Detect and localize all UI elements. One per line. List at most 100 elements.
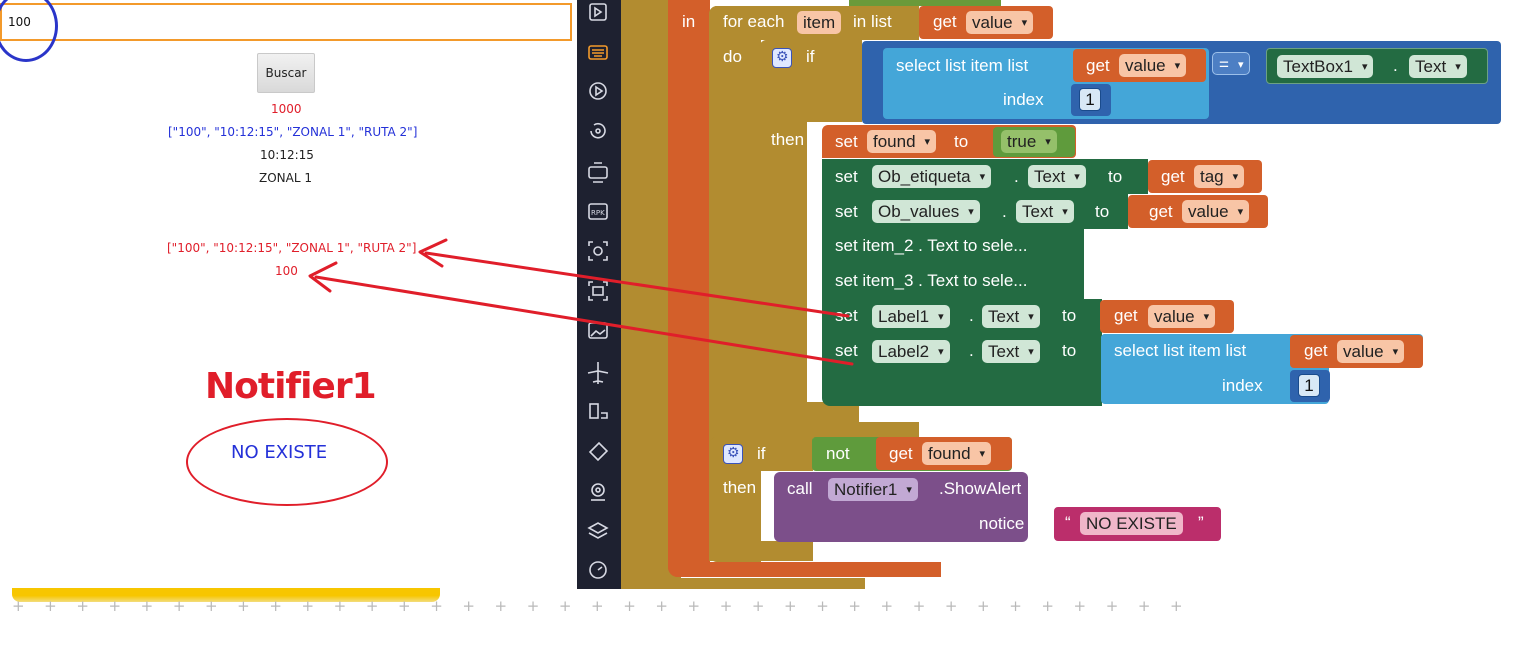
showalert-method: .ShowAlert <box>939 479 1022 498</box>
mutator-gear-icon[interactable] <box>772 48 792 68</box>
then-keyword: then <box>723 478 757 497</box>
get-keyword: get <box>1161 167 1185 186</box>
layers-icon[interactable] <box>587 522 609 539</box>
tag-var-dropdown[interactable]: tag <box>1194 165 1245 188</box>
get-keyword: get <box>889 444 913 463</box>
tag-icon[interactable] <box>588 441 609 462</box>
ob-etiqueta-dropdown[interactable]: Ob_etiqueta <box>872 165 992 188</box>
event-block-bottom <box>621 578 865 589</box>
close-quote: ” <box>1198 513 1204 532</box>
value-var-dropdown[interactable]: value <box>1148 305 1216 328</box>
text-prop-dropdown[interactable]: Text <box>1028 165 1086 188</box>
text-prop-dropdown[interactable]: Text <box>1409 55 1467 78</box>
value-var-dropdown[interactable]: value <box>1182 200 1250 223</box>
result-label: 1000 <box>271 102 302 116</box>
get-keyword: get <box>1304 341 1328 360</box>
true-dropdown[interactable]: true <box>1001 130 1057 153</box>
index-number[interactable]: 1 <box>1079 88 1101 111</box>
index-number[interactable]: 1 <box>1298 374 1320 397</box>
airplane-icon[interactable] <box>587 362 609 384</box>
keyboard-icon[interactable] <box>588 45 608 60</box>
set-item3-block-collapsed[interactable] <box>822 264 1084 299</box>
if-keyword: if <box>757 444 766 463</box>
label1-text: ["100", "10:12:15", "ZONAL 1", "RUTA 2"] <box>167 241 417 255</box>
then-keyword: then <box>771 130 805 149</box>
do-keyword: do <box>723 47 742 66</box>
local-var-block-body[interactable] <box>668 0 710 577</box>
in-keyword: in <box>682 12 696 31</box>
get-value-dropdown[interactable]: value <box>966 11 1034 34</box>
robot-icon[interactable] <box>588 162 608 183</box>
to-keyword: to <box>1108 167 1123 186</box>
found-var-dropdown[interactable]: found <box>922 442 992 465</box>
get-value-dropdown-2[interactable]: value <box>1119 54 1187 77</box>
label2-dropdown[interactable]: Label2 <box>872 340 950 363</box>
layout-icon[interactable] <box>589 403 608 419</box>
frame-icon[interactable] <box>588 281 608 301</box>
notice-text-field[interactable]: NO EXISTE <box>1080 512 1183 535</box>
not-keyword: not <box>826 444 850 463</box>
text-prop-dropdown[interactable]: Text <box>982 305 1040 328</box>
foreach-var-item[interactable]: item <box>797 11 842 34</box>
location-icon[interactable] <box>591 483 605 501</box>
annotation-circle-message <box>186 418 388 506</box>
text-prop-dropdown[interactable]: Text <box>1016 200 1074 223</box>
player-icon[interactable] <box>589 82 607 100</box>
if-block-1-bottom <box>759 402 859 422</box>
user-interface-icon[interactable] <box>589 3 607 21</box>
annotation-circle-search <box>0 0 58 62</box>
text-prop-dropdown[interactable]: Text <box>982 340 1040 363</box>
get-keyword-2: get <box>1086 56 1110 75</box>
if-block-2-bottom <box>709 541 813 561</box>
dot-separator: . <box>969 306 974 325</box>
compare-operator-dropdown[interactable]: = <box>1212 52 1251 75</box>
to-keyword: to <box>1095 202 1110 221</box>
rotate-icon[interactable] <box>590 122 606 139</box>
get-keyword: get <box>1149 202 1173 221</box>
gauge-icon[interactable] <box>589 561 607 579</box>
index-label: index <box>1222 376 1263 395</box>
to-keyword: to <box>1062 306 1077 325</box>
partial-block-top <box>849 0 1001 6</box>
found-var-dropdown[interactable]: found <box>867 130 937 153</box>
label1-dropdown[interactable]: Label1 <box>872 305 950 328</box>
local-var-block-bottom <box>668 562 941 577</box>
dot-separator: . <box>969 341 974 360</box>
camera-icon[interactable] <box>588 241 608 261</box>
value-var-dropdown[interactable]: value <box>1337 340 1405 363</box>
mutator-gear-icon[interactable] <box>723 444 743 464</box>
zone-label: ZONAL 1 <box>259 171 312 185</box>
label2-text: 100 <box>275 264 298 278</box>
apk-icon[interactable]: RPK <box>588 203 608 220</box>
set-label2-block[interactable] <box>822 334 1102 406</box>
in-list-keyword: in list <box>853 12 892 31</box>
to-keyword: to <box>954 132 969 151</box>
index-label: index <box>1003 90 1044 109</box>
search-input[interactable] <box>0 3 572 41</box>
textbox1-dropdown[interactable]: TextBox1 <box>1277 55 1374 78</box>
open-quote: “ <box>1065 513 1071 532</box>
get-keyword: get <box>933 12 957 31</box>
set-label1-block[interactable] <box>822 299 1102 334</box>
toolbar-yellow-edge <box>12 588 440 602</box>
set-keyword: set <box>835 202 858 221</box>
notifier1-dropdown[interactable]: Notifier1 <box>828 478 918 501</box>
notice-label: notice <box>979 514 1025 533</box>
dot-separator: . <box>1393 56 1398 75</box>
call-keyword: call <box>787 479 813 498</box>
list-label: ["100", "10:12:15", "ZONAL 1", "RUTA 2"] <box>168 125 418 139</box>
arrow-to-label2 <box>314 275 854 366</box>
dot-separator: . <box>1002 202 1007 221</box>
dot-separator: . <box>1014 167 1019 186</box>
set-item2-label: set item_2 . Text to sele... <box>835 236 1028 255</box>
for-each-keyword: for each <box>723 12 785 31</box>
set-item2-block-collapsed[interactable] <box>822 229 1084 264</box>
buscar-button[interactable]: Buscar <box>257 53 315 93</box>
to-keyword: to <box>1062 341 1077 360</box>
ob-values-dropdown[interactable]: Ob_values <box>872 200 980 223</box>
get-keyword: get <box>1114 306 1138 325</box>
if-keyword: if <box>806 47 815 66</box>
foreach-bottom <box>709 422 919 438</box>
set-keyword: set <box>835 132 858 151</box>
